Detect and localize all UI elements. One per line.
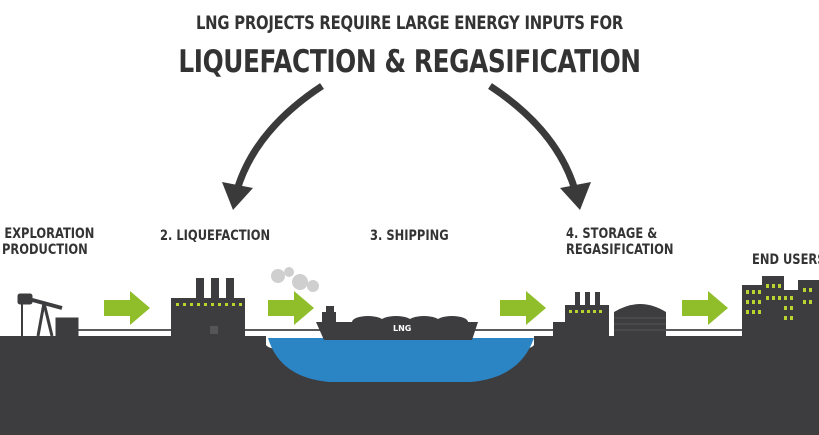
lng-ship-icon	[316, 306, 478, 340]
process-arrow-2-icon	[268, 291, 314, 325]
stage-label-end-users: END USERS	[752, 252, 819, 268]
title-line-2: LIQUEFACTION & REGASIFICATION	[178, 44, 641, 80]
stage-label-storage-regasification: 4. STORAGE & REGASIFICATION	[566, 226, 674, 258]
smoke-icon	[271, 267, 319, 292]
process-arrow-1-icon	[104, 291, 150, 325]
stage-label-shipping: 3. SHIPPING	[370, 228, 449, 244]
stage-label-exploration: 1. EXPLORATION & PRODUCTION	[0, 226, 95, 258]
process-arrow-4-icon	[682, 291, 728, 325]
curved-arrow-left-head	[222, 182, 253, 210]
title-line-1: LNG PROJECTS REQUIRE LARGE ENERGY INPUTS…	[195, 12, 624, 34]
water-basin	[268, 338, 534, 382]
oil-pump-icon	[17, 293, 79, 337]
liquefaction-plant-icon	[171, 278, 245, 338]
ground	[0, 336, 819, 435]
stage-label-liquefaction: 2. LIQUEFACTION	[160, 228, 271, 244]
ship-label: LNG	[393, 324, 412, 333]
curved-arrow-left	[233, 83, 324, 192]
curved-arrow-right-head	[560, 182, 591, 210]
storage-tank-icon	[614, 304, 666, 338]
curved-arrow-right	[488, 83, 579, 192]
process-arrow-3-icon	[500, 291, 546, 325]
city-buildings-icon	[742, 276, 819, 338]
regasification-plant-icon	[553, 292, 609, 338]
